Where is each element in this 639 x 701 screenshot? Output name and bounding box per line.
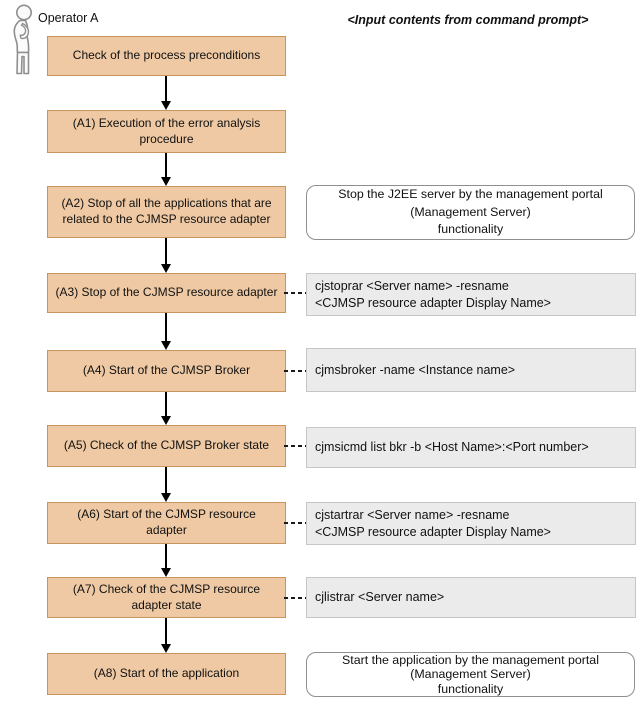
step-a6-start-resource-adapter: (A6) Start of the CJMSP resource adapter	[47, 502, 286, 544]
arrow-head-icon	[161, 341, 171, 350]
down-arrow	[160, 238, 172, 273]
arrow-shaft	[165, 618, 167, 644]
down-arrow	[160, 76, 172, 110]
step-check-preconditions: Check of the process preconditions	[47, 36, 286, 76]
down-arrow	[160, 467, 172, 502]
note-stop-j2ee-server: Stop the J2EE server by the management p…	[306, 185, 635, 240]
cmd-cjmsicmd: cjmsicmd list bkr -b <Host Name>:<Port n…	[306, 427, 636, 468]
arrow-head-icon	[161, 493, 171, 502]
arrow-shaft	[165, 467, 167, 493]
arrow-head-icon	[161, 264, 171, 273]
arrow-head-icon	[161, 644, 171, 653]
arrow-head-icon	[161, 568, 171, 577]
down-arrow	[160, 153, 172, 186]
step-a3-stop-resource-adapter: (A3) Stop of the CJMSP resource adapter	[47, 273, 286, 313]
arrow-shaft	[165, 313, 167, 341]
arrow-shaft	[165, 76, 167, 101]
step-a4-start-broker: (A4) Start of the CJMSP Broker	[47, 350, 286, 392]
cmd-cjstartrar: cjstartrar <Server name> -resname <CJMSP…	[306, 502, 636, 545]
step-a5-check-broker-state: (A5) Check of the CJMSP Broker state	[47, 425, 286, 467]
cmd-cjstoprar: cjstoprar <Server name> -resname <CJMSP …	[306, 273, 636, 316]
cmd-cjlistrar: cjlistrar <Server name>	[306, 577, 636, 618]
arrow-shaft	[165, 544, 167, 568]
arrow-shaft	[165, 238, 167, 264]
operator-person-icon	[13, 4, 32, 75]
down-arrow	[160, 313, 172, 350]
cmd-cjmsbroker: cjmsbroker -name <Instance name>	[306, 348, 636, 392]
dashed-connector	[284, 522, 306, 524]
arrow-shaft	[165, 153, 167, 177]
arrow-head-icon	[161, 416, 171, 425]
command-prompt-header: <Input contents from command prompt>	[347, 13, 589, 27]
dashed-connector	[284, 445, 306, 447]
arrow-shaft	[165, 392, 167, 416]
step-a1-error-analysis: (A1) Execution of the error analysis pro…	[47, 110, 286, 153]
step-a2-stop-applications: (A2) Stop of all the applications that a…	[47, 186, 286, 238]
arrow-head-icon	[161, 177, 171, 186]
note-start-application: Start the application by the management …	[306, 652, 635, 697]
step-a8-start-application: (A8) Start of the application	[47, 653, 286, 695]
down-arrow	[160, 618, 172, 653]
dashed-connector	[284, 597, 306, 599]
down-arrow	[160, 392, 172, 425]
dashed-connector	[284, 370, 306, 372]
down-arrow	[160, 544, 172, 577]
dashed-connector	[284, 292, 306, 294]
operator-label: Operator A	[38, 11, 99, 25]
arrow-head-icon	[161, 101, 171, 110]
step-a7-check-adapter-state: (A7) Check of the CJMSP resource adapter…	[47, 577, 286, 618]
